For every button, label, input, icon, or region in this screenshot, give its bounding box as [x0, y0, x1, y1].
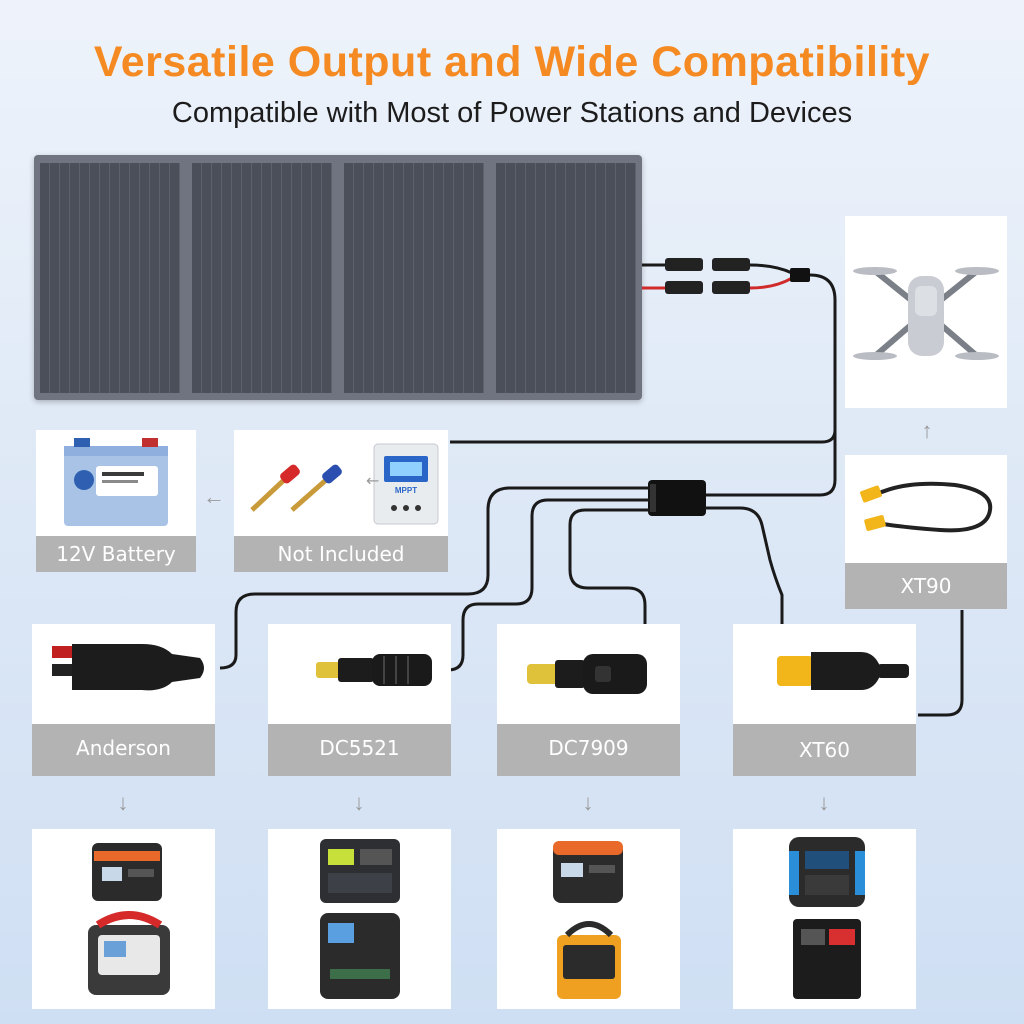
anderson-card	[32, 624, 215, 724]
xt90-link-cable	[918, 610, 964, 717]
svg-text:←: ←	[366, 471, 379, 490]
dc7909-label: DC7909	[497, 724, 680, 776]
left-arrow-icon: ←	[203, 484, 225, 509]
power-station-icon	[88, 843, 170, 995]
xt90-cable-icon	[860, 481, 993, 533]
alligator-clips-icon: ←	[250, 443, 439, 525]
power-station-icon	[320, 839, 400, 999]
anderson-label: Anderson	[32, 724, 215, 776]
down-arrow-icon: ↓	[582, 790, 594, 815]
dc5521-label: DC5521	[268, 724, 451, 776]
power-station-card	[497, 829, 680, 1009]
dc7909-card	[497, 624, 680, 724]
solar-panel-segment	[192, 163, 332, 393]
xt60-connector-icon	[777, 652, 909, 690]
drone-card	[845, 216, 1007, 408]
xt60-card	[733, 624, 916, 724]
not-included-label: Not Included	[234, 536, 448, 572]
dc5521-card	[268, 624, 451, 724]
battery-card	[36, 430, 196, 536]
down-arrow-icon: ↓	[117, 790, 129, 815]
xt90-card	[845, 455, 1007, 563]
mc4-connectors	[642, 258, 810, 294]
power-station-card	[32, 829, 215, 1009]
solar-panel	[34, 155, 642, 400]
power-station-card	[268, 829, 451, 1009]
page-title: Versatile Output and Wide Compatibility	[93, 38, 931, 86]
splitter	[648, 480, 706, 516]
power-station-icon	[553, 841, 623, 999]
xt90-label: XT90	[845, 563, 1007, 609]
page-subtitle: Compatible with Most of Power Stations a…	[171, 97, 853, 129]
solar-panel-segment	[344, 163, 484, 393]
power-station-card	[733, 829, 916, 1009]
dc5521-cable	[447, 498, 650, 672]
anderson-cable	[219, 486, 650, 670]
drone-icon	[853, 267, 999, 360]
xt60-label: XT60	[733, 724, 916, 776]
power-station-icon	[789, 837, 865, 999]
anderson-connector-icon	[52, 644, 204, 691]
dc7909-cable	[568, 508, 650, 640]
solar-panel-segment	[40, 163, 180, 393]
up-arrow-icon: ↑	[921, 418, 933, 443]
battery-label: 12V Battery	[36, 536, 196, 572]
solar-panel-segment	[496, 163, 636, 393]
controller-cable	[450, 420, 837, 444]
main-cable	[705, 273, 837, 497]
down-arrow-icon: ↓	[353, 790, 365, 815]
dc7909-connector-icon	[527, 654, 647, 694]
down-arrow-icon: ↓	[818, 790, 830, 815]
dc5521-connector-icon	[316, 654, 432, 686]
charge-controller-icon	[373, 443, 439, 525]
controller-brand-text: MPPT	[394, 486, 418, 495]
not-included-card: ← MPPT	[234, 430, 448, 536]
battery-icon	[64, 438, 168, 526]
xt60-cable	[705, 506, 784, 640]
